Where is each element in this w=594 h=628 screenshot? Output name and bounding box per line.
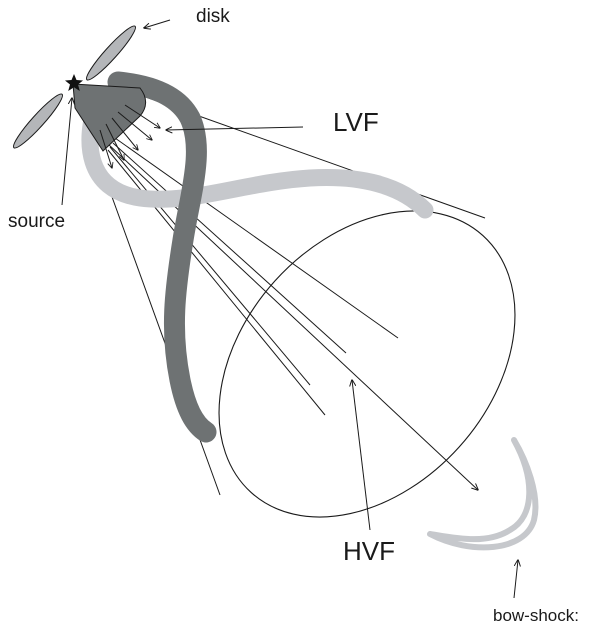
disk-lobe-lower <box>9 90 66 152</box>
ray-1 <box>115 138 398 338</box>
disk-pointer <box>144 20 170 28</box>
source-pointer <box>62 98 72 205</box>
source-label: source <box>8 211 65 233</box>
disk-label: disk <box>196 6 230 28</box>
hvf-pointer <box>352 380 370 530</box>
bow-shock-shape <box>430 440 535 547</box>
lvf-label: LVF <box>333 107 379 138</box>
cone-base-ellipse <box>159 152 575 575</box>
bow-shock-label: bow-shock: <box>493 606 579 626</box>
jet-band <box>118 82 206 432</box>
hvf-label: HVF <box>343 536 395 567</box>
bow-shock-pointer <box>514 560 518 598</box>
